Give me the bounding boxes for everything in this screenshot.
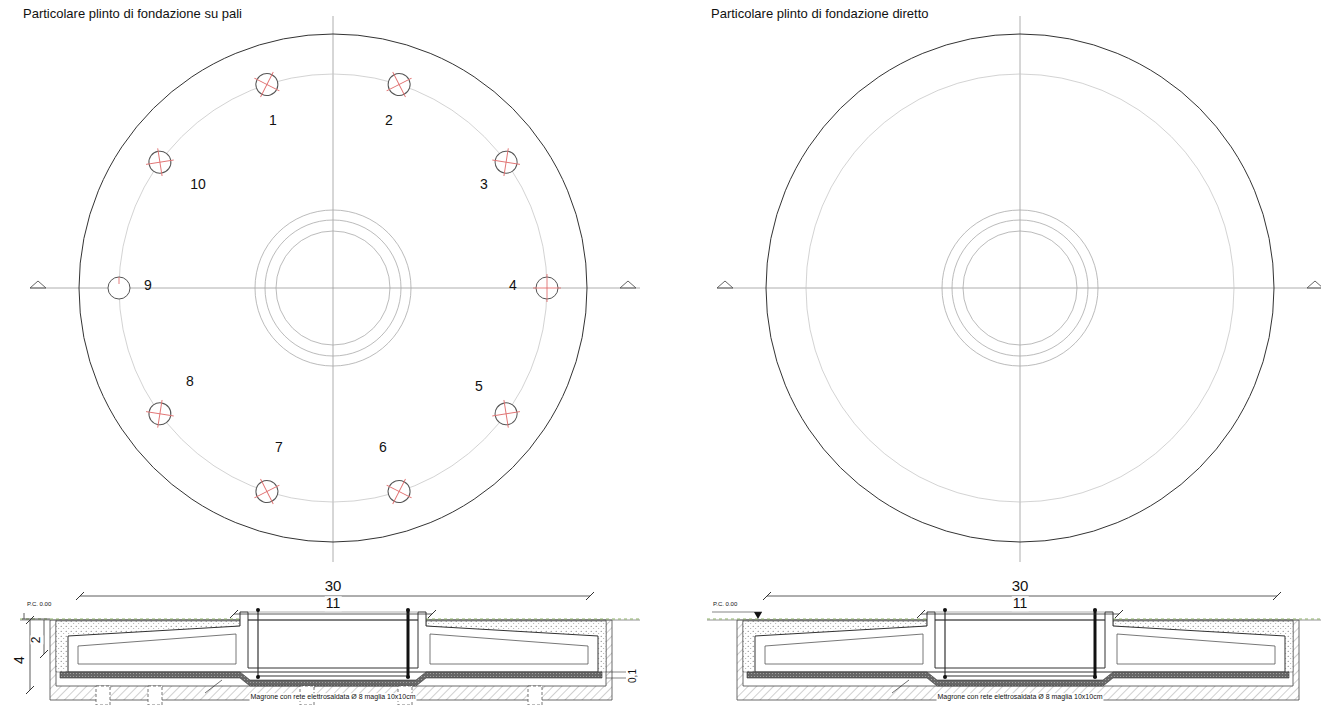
pile-number: 2 [384, 113, 394, 128]
material-note: Magrone con rete elettrosaldata Ø 8 magl… [937, 693, 1104, 701]
pile-number: 8 [185, 374, 195, 389]
material-note: Magrone con rete elettrosaldata Ø 8 magl… [250, 693, 417, 701]
pile-number: 9 [143, 278, 153, 293]
pile-number: 10 [189, 177, 207, 192]
level-mark: P.C. 0.00 [712, 601, 738, 608]
drawing-title: Particolare plinto di fondazione su pali [22, 7, 243, 21]
dimension-value: 11 [1012, 596, 1029, 611]
pile-number: 4 [508, 278, 518, 293]
pile-number: 1 [268, 113, 278, 128]
dimension-value: 11 [325, 596, 342, 611]
drawing-title: Particolare plinto di fondazione diretto [710, 7, 930, 21]
dimension-value: 2 [30, 636, 43, 645]
dimension-value: 30 [324, 578, 343, 595]
dimension-value: 0,1 [627, 668, 638, 684]
pile-number: 7 [274, 440, 284, 455]
pile-number: 6 [378, 440, 388, 455]
dimension-value: 4 [12, 655, 27, 665]
level-mark: P.C. 0.00 [26, 601, 52, 608]
dimension-value: 30 [1011, 578, 1030, 595]
pile-number: 3 [479, 177, 489, 192]
pile-number: 5 [474, 379, 484, 394]
